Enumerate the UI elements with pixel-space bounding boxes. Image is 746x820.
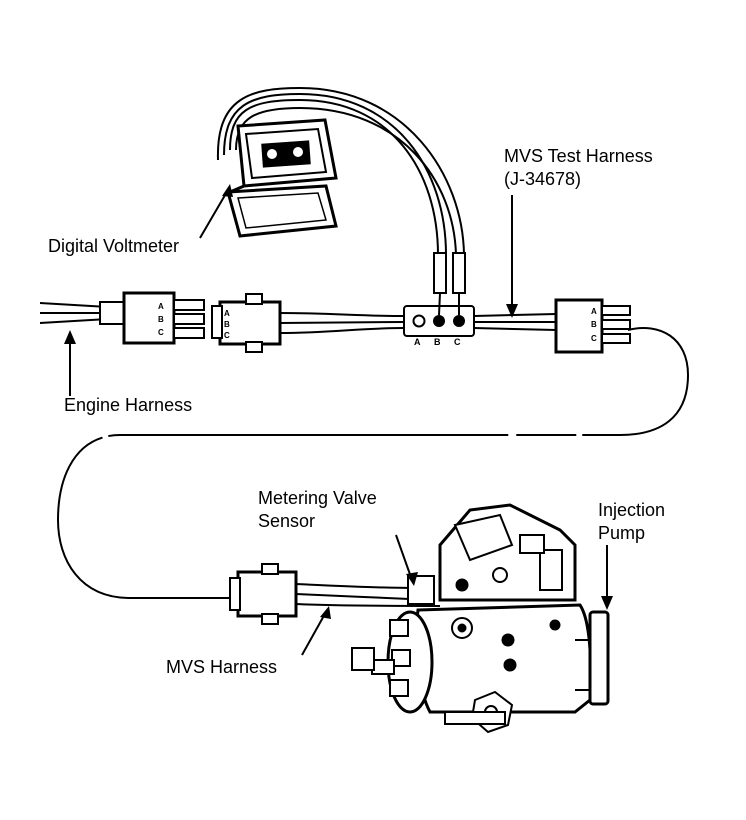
test-harness-breakout-block: A B C [403,305,475,347]
label-mvs-harness: MVS Harness [166,657,277,677]
label-mvs-test-harness-part: (J-34678) [504,169,581,189]
terminal-a: A [414,337,421,347]
label-metering-valve: Metering Valve [258,488,377,508]
loop-cable [56,326,690,599]
engine-harness-wires [39,302,109,324]
label-metering-valve-sensor: Sensor [258,511,315,531]
engine-harness-sleeve [99,301,125,325]
terminal-b: B [434,337,441,347]
label-mvs-test-harness: MVS Test Harness [504,146,653,166]
test-female-pin-a: A [224,309,230,318]
leader-lines [69,189,608,656]
leader-arrowheads [64,184,613,619]
test-male-pin-b: B [591,320,597,329]
probe-black-tip [438,292,441,316]
test-harness-female-connector: A B C [211,293,282,353]
digital-voltmeter [226,118,338,238]
terminal-c: C [454,337,461,347]
engine-pin-b: B [158,315,164,324]
test-male-pin-a: A [591,307,597,316]
test-harness-wires-right [473,313,557,331]
probe-red [452,252,466,294]
label-injection: Injection [598,500,665,520]
label-engine-harness: Engine Harness [64,395,192,415]
engine-pin-a: A [158,302,164,311]
engine-harness-connector: A B C [122,291,205,345]
engine-pin-c: C [158,328,164,337]
injection-pump [351,503,610,734]
probe-black [433,252,447,294]
label-injection-pump: Pump [598,523,645,543]
test-female-pin-b: B [224,320,230,329]
test-harness-wires-left [279,312,405,334]
mvs-harness-connector [229,563,298,625]
label-digital-voltmeter: Digital Voltmeter [48,236,179,256]
test-harness-male-connector: A B C [554,298,631,354]
test-female-pin-c: C [224,331,230,340]
test-male-pin-c: C [591,334,597,343]
voltmeter-leads [216,86,465,256]
